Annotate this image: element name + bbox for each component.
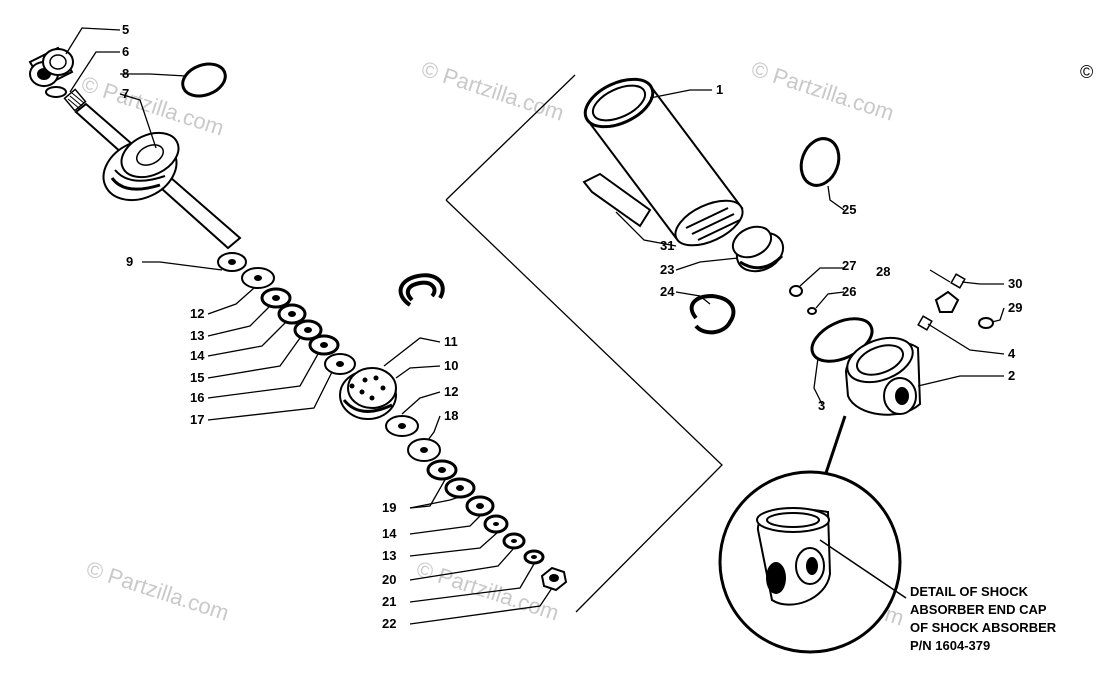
end-plug-23	[731, 225, 785, 273]
watermark-2: © Partzilla.com	[418, 56, 567, 126]
detail-caption-line-3: OF SHOCK ABSORBER	[910, 620, 1057, 635]
callout-9: 9	[126, 254, 133, 269]
callout-4: 4	[1008, 346, 1016, 361]
callout-14-lower: 14	[382, 526, 397, 541]
callout-5: 5	[122, 22, 129, 37]
callout-13-upper: 13	[190, 328, 204, 343]
seal-head	[102, 131, 180, 202]
detail-caption: DETAIL OF SHOCK ABSORBER END CAP OF SHOC…	[910, 584, 1057, 653]
rod-thread	[63, 88, 87, 112]
end-cap-detail	[718, 415, 907, 654]
callout-30: 30	[1008, 276, 1022, 291]
callout-6: 6	[122, 44, 129, 59]
watermark-3: © Partzilla.com	[748, 56, 897, 126]
washer-stack-upper	[217, 252, 356, 375]
callout-31: 31	[660, 238, 674, 253]
air-valve-assembly	[917, 273, 994, 331]
assembly-bracket-line-2	[445, 199, 723, 613]
bolt-26	[807, 307, 817, 315]
o-ring-8	[181, 62, 227, 98]
callout-17: 17	[190, 412, 204, 427]
callout-10: 10	[444, 358, 458, 373]
callout-22: 22	[382, 616, 396, 631]
washer-stack-lower	[385, 415, 545, 565]
piston-10	[339, 367, 397, 420]
callout-23: 23	[660, 262, 674, 277]
leader-lines	[65, 27, 1005, 625]
detail-caption-line-2: ABSORBER END CAP	[910, 602, 1047, 617]
split-ring-24	[689, 293, 736, 335]
callout-20: 20	[382, 572, 396, 587]
callout-19: 19	[382, 500, 396, 515]
callout-8: 8	[122, 66, 129, 81]
detail-caption-line-1: DETAIL OF SHOCK	[910, 584, 1029, 599]
callout-13-lower: 13	[382, 548, 396, 563]
callout-27: 27	[842, 258, 856, 273]
shock-body-tube	[583, 77, 744, 247]
o-ring-25	[799, 137, 841, 187]
callout-numbers: 5 6 8 7 9 12 13 14 15 16 17 11 10 12 18 …	[122, 22, 1022, 631]
o-ring-27	[789, 285, 803, 297]
callout-7: 7	[122, 86, 129, 101]
callout-21: 21	[382, 594, 396, 609]
callout-16: 16	[190, 390, 204, 405]
callout-3: 3	[818, 398, 825, 413]
body-cutout-31	[582, 172, 652, 228]
callout-28: 28	[876, 264, 890, 279]
watermark-5: © Partzilla.com	[413, 556, 562, 626]
shock-body-assembly	[582, 77, 994, 416]
detail-caption-line-4: P/N 1604-379	[910, 638, 990, 653]
washer-6	[45, 86, 67, 98]
callout-12-lower: 12	[444, 384, 458, 399]
callout-24: 24	[660, 284, 675, 299]
callout-12-upper: 12	[190, 306, 204, 321]
callout-14-upper: 14	[190, 348, 205, 363]
watermark-4: © Partzilla.com	[83, 556, 232, 626]
callout-18: 18	[444, 408, 458, 423]
callout-29: 29	[1008, 300, 1022, 315]
callout-11: 11	[444, 334, 458, 349]
callout-25: 25	[842, 202, 856, 217]
piston-ring-11	[398, 273, 445, 307]
bracket-28	[929, 269, 951, 283]
piston-rod-assembly	[28, 46, 568, 592]
rod-eye-bushing	[28, 46, 74, 88]
corner-copyright: ©	[1080, 62, 1093, 82]
lock-nut-22	[540, 566, 568, 592]
assembly-bracket-line	[445, 74, 576, 201]
callout-1: 1	[716, 82, 723, 97]
callout-26: 26	[842, 284, 856, 299]
end-cap-2	[844, 336, 922, 416]
callout-15: 15	[190, 370, 204, 385]
callout-2: 2	[1008, 368, 1015, 383]
